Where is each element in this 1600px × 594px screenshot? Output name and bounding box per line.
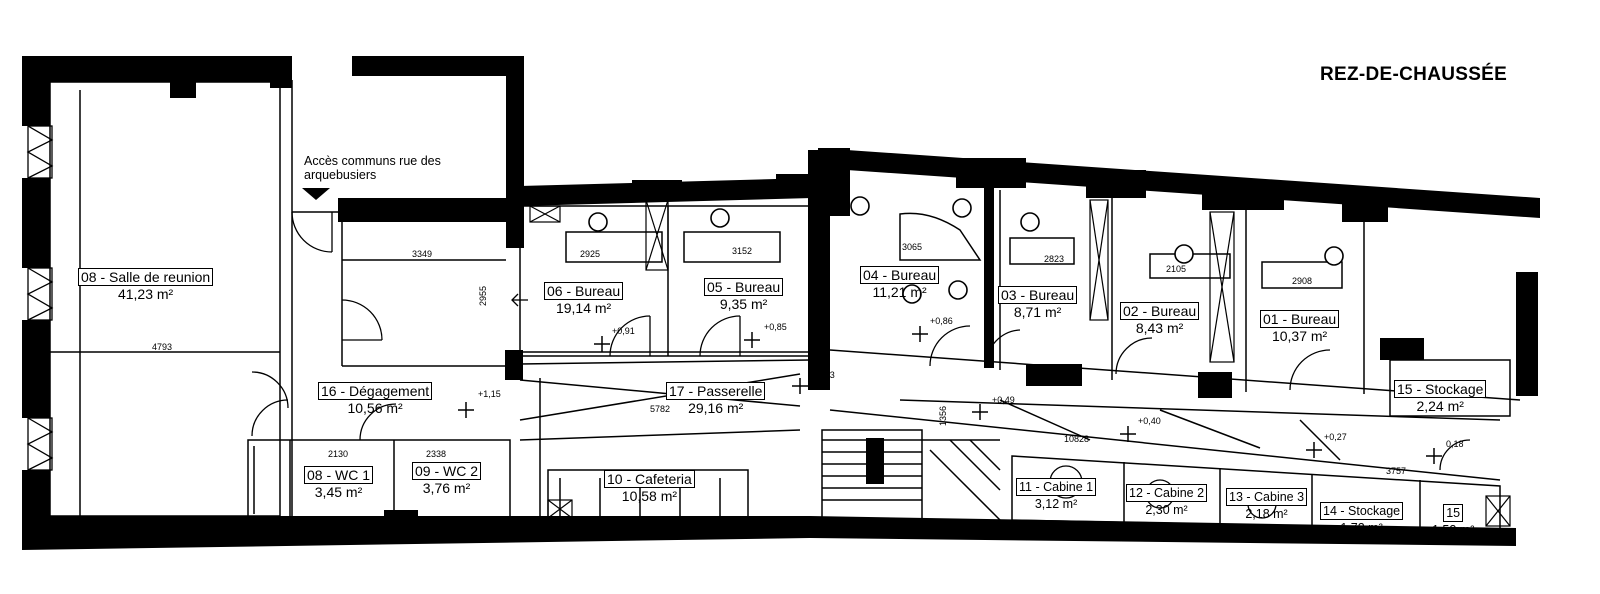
- svg-text:+0,27: +0,27: [1324, 432, 1347, 442]
- room-area: 29,16 m²: [688, 400, 744, 416]
- room-label[interactable]: 08 - Salle de reunion 41,23 m²: [78, 268, 214, 302]
- room-area: 1,52 m²: [1432, 523, 1475, 537]
- room-area: 9,35 m²: [719, 296, 768, 312]
- room-area: 2,30 m²: [1145, 503, 1188, 517]
- room-label[interactable]: 04 - Bureau 11,21 m²: [860, 266, 940, 300]
- cross-panels: [529, 199, 1511, 527]
- room-label[interactable]: 13 - Cabine 3 2,18 m²: [1226, 488, 1308, 522]
- svg-text:+0,63: +0,63: [812, 370, 835, 380]
- room-area: 41,23 m²: [117, 286, 174, 302]
- room-area: 8,43 m²: [1135, 320, 1184, 336]
- svg-text:1356: 1356: [938, 406, 948, 426]
- windows-left: [26, 125, 54, 471]
- room-area: 19,14 m²: [555, 300, 612, 316]
- room-label[interactable]: 03 - Bureau 8,71 m²: [998, 286, 1078, 320]
- room-name: 05 - Bureau: [704, 278, 784, 296]
- room-area: 10,56 m²: [347, 400, 403, 416]
- room-name: 14 - Stockage: [1320, 502, 1404, 520]
- room-name: 16 - Dégagement: [318, 382, 433, 400]
- room-name: 08 - WC 1: [304, 466, 374, 484]
- room-area: 10,37 m²: [1271, 328, 1328, 344]
- room-label[interactable]: 16 - Dégagement 10,56 m²: [318, 382, 433, 416]
- room-name: 02 - Bureau: [1120, 302, 1200, 320]
- room-label[interactable]: 14 - Stockage 1,72 m²: [1320, 502, 1404, 536]
- room-label[interactable]: 15 1,52 m²: [1432, 504, 1474, 538]
- svg-text:2105: 2105: [1166, 264, 1186, 274]
- svg-text:+0,40: +0,40: [1138, 416, 1161, 426]
- dimension-labels: 3349 2925 3152 3065 2823 2105 2908 4793 …: [152, 242, 1406, 476]
- svg-text:+0,86: +0,86: [930, 316, 953, 326]
- flow-arrows: [511, 293, 528, 307]
- room-name: 01 - Bureau: [1260, 310, 1340, 328]
- room-area: 2,24 m²: [1416, 398, 1464, 414]
- svg-text:+0,85: +0,85: [764, 322, 787, 332]
- svg-text:2925: 2925: [580, 249, 600, 259]
- room-area: 3,45 m²: [314, 484, 363, 500]
- room-area: 11,21 m²: [872, 284, 927, 300]
- room-name: 15 - Stockage: [1394, 380, 1487, 398]
- chairs: [588, 196, 1344, 304]
- room-name: 15: [1443, 504, 1464, 522]
- svg-text:5782: 5782: [650, 404, 670, 414]
- room-label[interactable]: 09 - WC 2 3,76 m²: [412, 462, 482, 496]
- room-name: 04 - Bureau: [860, 266, 940, 284]
- room-name: 13 - Cabine 3: [1226, 488, 1308, 506]
- room-label[interactable]: 17 - Passerelle 29,16 m²: [666, 382, 766, 416]
- svg-text:3152: 3152: [732, 246, 752, 256]
- svg-text:+1,15: +1,15: [478, 389, 501, 399]
- svg-text:+0,91: +0,91: [612, 326, 635, 336]
- svg-text:10828: 10828: [1064, 434, 1089, 444]
- room-label[interactable]: 02 - Bureau 8,43 m²: [1120, 302, 1200, 336]
- room-label[interactable]: 10 - Cafeteria 10,58 m²: [604, 470, 695, 504]
- svg-text:2908: 2908: [1292, 276, 1312, 286]
- svg-text:2823: 2823: [1044, 254, 1064, 264]
- room-label[interactable]: 15 - Stockage 2,24 m²: [1394, 380, 1487, 414]
- walls: [22, 56, 1540, 550]
- room-label[interactable]: 05 - Bureau 9,35 m²: [704, 278, 784, 312]
- svg-text:+0,49: +0,49: [992, 395, 1015, 405]
- room-label[interactable]: 08 - WC 1 3,45 m²: [304, 466, 374, 500]
- room-area: 1,72 m²: [1340, 521, 1383, 535]
- level-markers: +0,91 +0,85 +0,86 +1,15 +0,63 +0,49 +0,4…: [458, 316, 1464, 464]
- room-name: 11 - Cabine 1: [1016, 478, 1097, 496]
- svg-text:3065: 3065: [902, 242, 922, 252]
- room-label[interactable]: 01 - Bureau 10,37 m²: [1260, 310, 1340, 344]
- level-title: REZ-DE-CHAUSSÉE: [1320, 64, 1508, 85]
- room-area: 8,71 m²: [1013, 304, 1062, 320]
- room-name: 09 - WC 2: [412, 462, 482, 480]
- room-name: 12 - Cabine 2: [1126, 484, 1208, 502]
- room-area: 10,58 m²: [621, 488, 678, 504]
- svg-text:2130: 2130: [328, 449, 348, 459]
- room-name: 17 - Passerelle: [666, 382, 766, 400]
- room-label[interactable]: 11 - Cabine 1 3,12 m²: [1016, 478, 1097, 512]
- room-area: 3,76 m²: [422, 480, 471, 496]
- svg-text:0,18: 0,18: [1446, 439, 1464, 449]
- entry-marker: [302, 188, 330, 200]
- room-name: 08 - Salle de reunion: [78, 268, 214, 286]
- partitions: [49, 80, 1521, 531]
- stair-core: [866, 438, 884, 484]
- room-name: 10 - Cafeteria: [604, 470, 695, 488]
- room-area: 2,18 m²: [1245, 507, 1288, 521]
- svg-text:4793: 4793: [152, 342, 172, 352]
- room-name: 03 - Bureau: [998, 286, 1078, 304]
- room-label[interactable]: 12 - Cabine 2 2,30 m²: [1126, 484, 1208, 518]
- room-area: 3,12 m²: [1034, 497, 1078, 511]
- room-name: 06 - Bureau: [544, 282, 624, 300]
- svg-text:3757: 3757: [1386, 466, 1406, 476]
- room-label[interactable]: 06 - Bureau 19,14 m²: [544, 282, 624, 316]
- svg-text:3349: 3349: [412, 249, 432, 259]
- access-note: Accès communs rue des arquebusiers: [304, 154, 441, 182]
- svg-text:2955: 2955: [478, 286, 488, 306]
- svg-text:2338: 2338: [426, 449, 446, 459]
